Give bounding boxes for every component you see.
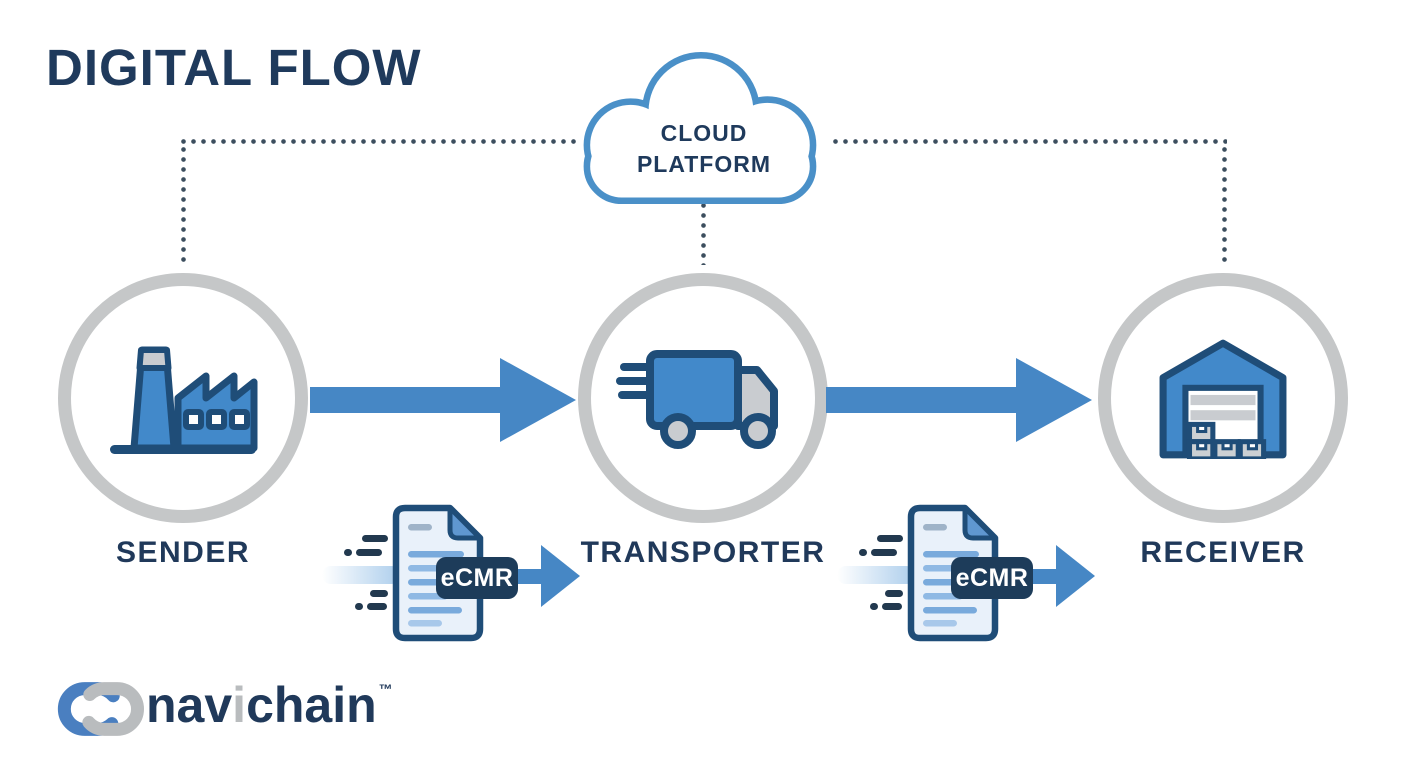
transporter-node-circle — [578, 273, 828, 523]
speed-dash — [885, 590, 903, 597]
speed-dash — [871, 549, 897, 556]
speed-band — [322, 566, 400, 584]
dotted-connector-cloud-to-transporter-v — [701, 203, 706, 265]
cloud-shape — [568, 42, 840, 205]
receiver-label: RECEIVER — [1140, 536, 1306, 569]
speed-dash — [356, 549, 382, 556]
cloud-label-line1: CLOUD — [660, 120, 748, 146]
cloud-platform-label: CLOUD PLATFORM — [568, 118, 840, 180]
speed-dash — [367, 603, 387, 610]
navichain-logo-icon — [57, 682, 144, 736]
dotted-connector-cloud-to-sender-h — [181, 139, 579, 144]
logo-part-i: i — [232, 677, 247, 733]
speed-dot — [870, 603, 878, 610]
arrow-sender-to-transporter — [310, 358, 576, 442]
dotted-connector-cloud-to-receiver-v — [1222, 147, 1227, 267]
speed-dash — [362, 535, 388, 542]
logo-part-nav: nav — [146, 677, 233, 733]
speed-dash — [882, 603, 902, 610]
page-title: DIGITAL FLOW — [46, 39, 422, 96]
receiver-node-circle — [1098, 273, 1348, 523]
trademark-symbol: ™ — [378, 681, 393, 697]
factory-icon — [110, 346, 258, 454]
dotted-connector-cloud-to-sender-v — [181, 147, 186, 267]
cloud-label-line2: PLATFORM — [636, 151, 772, 177]
truck-icon — [615, 349, 778, 449]
speed-dot — [355, 603, 363, 610]
speed-dot — [344, 549, 352, 556]
ecmr-badge: eCMR — [951, 557, 1033, 599]
speed-band — [837, 566, 915, 584]
logo-part-chain: chain — [246, 677, 377, 733]
speed-dash — [877, 535, 903, 542]
arrow-transporter-to-receiver — [826, 358, 1092, 442]
warehouse-icon — [1159, 339, 1287, 459]
speed-dot — [859, 549, 867, 556]
sender-node-circle — [58, 273, 308, 523]
cloud-icon — [583, 51, 817, 205]
ecmr-badge: eCMR — [436, 557, 518, 599]
transporter-label: TRANSPORTER — [580, 536, 826, 569]
sender-label: SENDER — [115, 536, 251, 569]
dotted-connector-cloud-to-receiver-h — [833, 139, 1227, 144]
speed-dash — [370, 590, 388, 597]
